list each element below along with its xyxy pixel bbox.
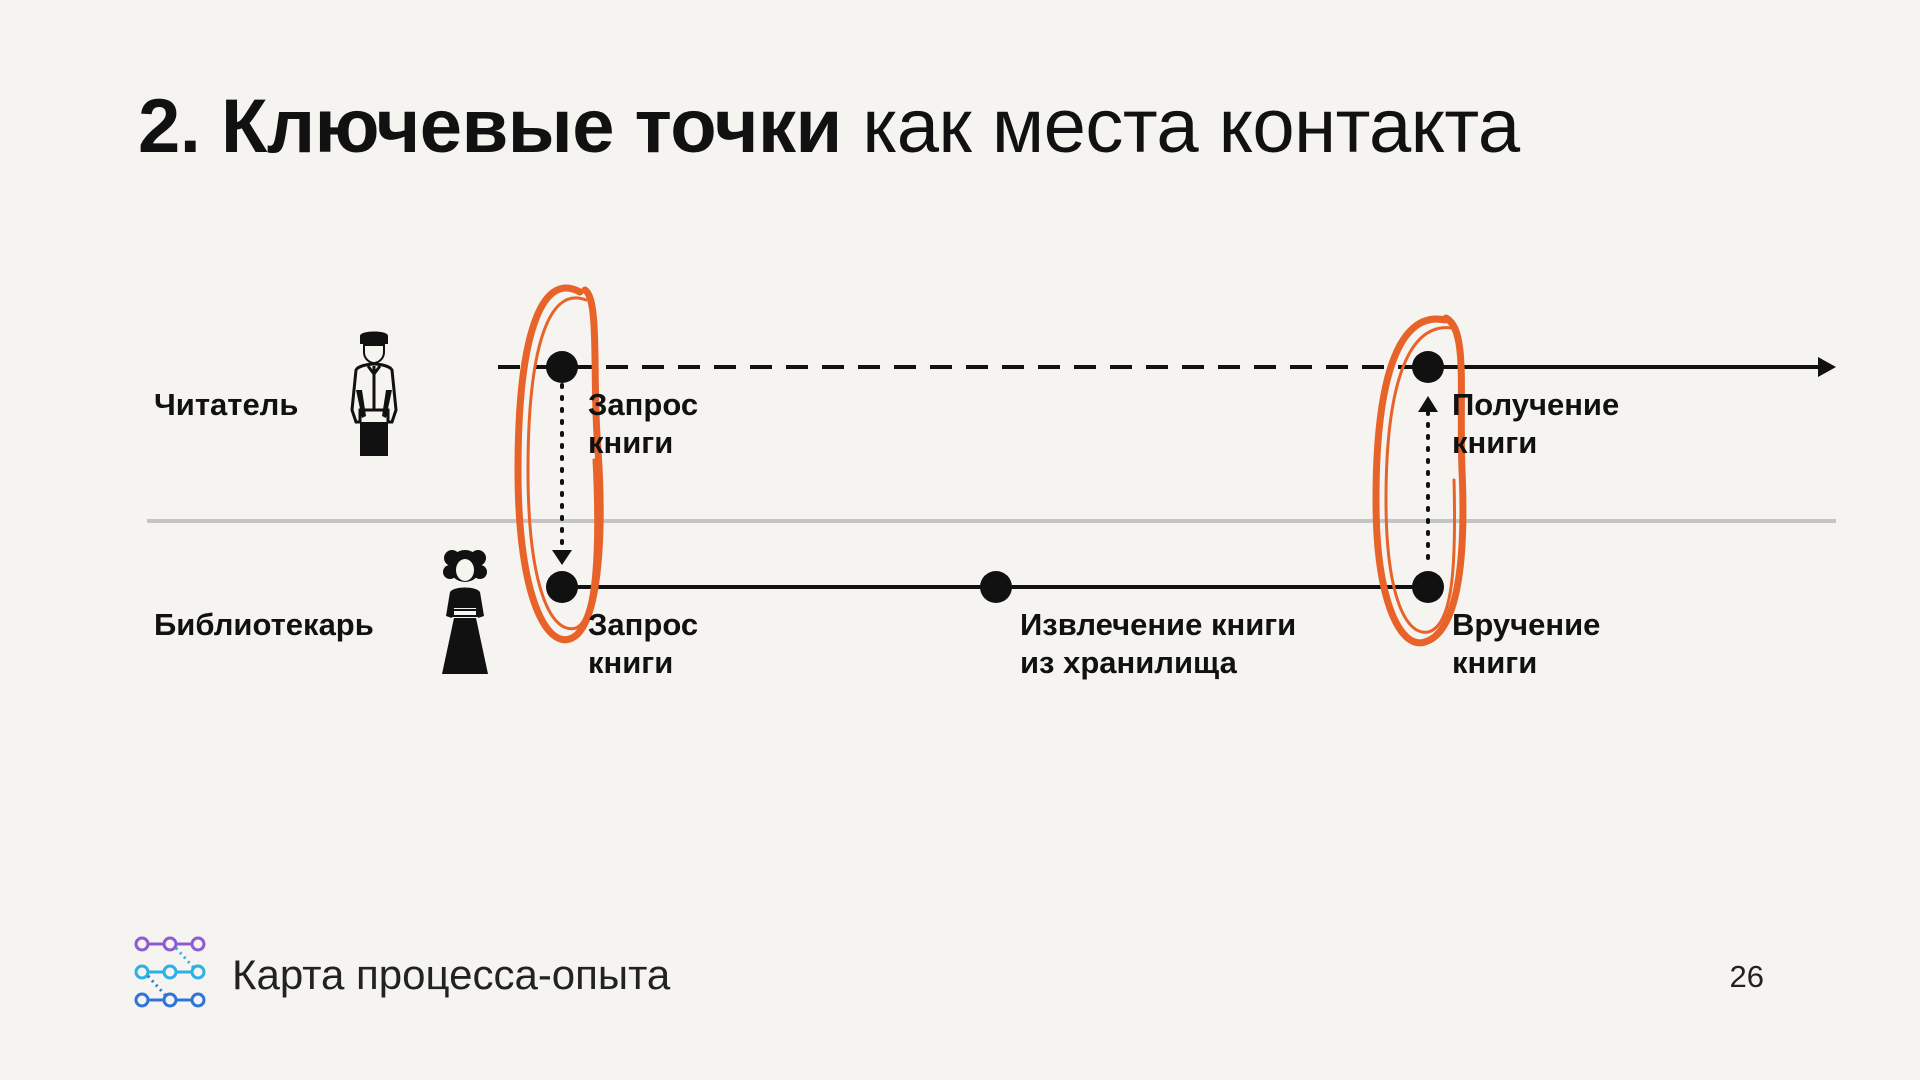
label-line: книги xyxy=(1452,645,1538,680)
label-line: книги xyxy=(588,645,674,680)
lane-label-reader: Читатель xyxy=(154,387,299,422)
request-connector-arrow-icon xyxy=(552,550,572,565)
label-librarian-retrieve: Извлечение книги из хранилища xyxy=(1020,606,1296,682)
point-librarian-handover xyxy=(1412,571,1444,603)
label-line: из хранилища xyxy=(1020,645,1237,680)
label-reader-request: Запрос книги xyxy=(588,386,698,462)
handover-connector-arrow-icon xyxy=(1418,396,1438,412)
lane-label-librarian: Библиотекарь xyxy=(154,607,374,642)
point-reader-receive xyxy=(1412,351,1444,383)
point-reader-request xyxy=(546,351,578,383)
contact-highlight-right xyxy=(1372,314,1467,647)
point-librarian-retrieve xyxy=(980,571,1012,603)
label-line: Извлечение книги xyxy=(1020,607,1297,642)
process-map-logo-icon xyxy=(134,936,206,1008)
man-figure-icon xyxy=(350,331,398,456)
point-librarian-request xyxy=(546,571,578,603)
woman-figure-icon xyxy=(442,550,488,674)
page-number: 26 xyxy=(1729,959,1764,994)
label-reader-receive: Получение книги xyxy=(1452,386,1619,462)
title-bold: 2. Ключевые точки xyxy=(138,84,842,169)
label-librarian-handover: Вручение книги xyxy=(1452,606,1600,682)
page-title: 2. Ключевые точки как места контакта xyxy=(138,82,1520,172)
reader-timeline-arrow-icon xyxy=(1818,357,1836,377)
label-line: книги xyxy=(588,425,674,460)
footer-title: Карта процесса-опыта xyxy=(232,951,671,998)
contact-highlight-left xyxy=(514,284,604,644)
label-librarian-request: Запрос книги xyxy=(588,606,698,682)
label-line: книги xyxy=(1452,425,1538,460)
title-light: как места контакта xyxy=(862,84,1520,169)
label-line: Запрос xyxy=(588,607,699,642)
label-line: Запрос xyxy=(588,387,699,422)
label-line: Вручение xyxy=(1452,607,1601,642)
label-line: Получение xyxy=(1452,387,1620,422)
